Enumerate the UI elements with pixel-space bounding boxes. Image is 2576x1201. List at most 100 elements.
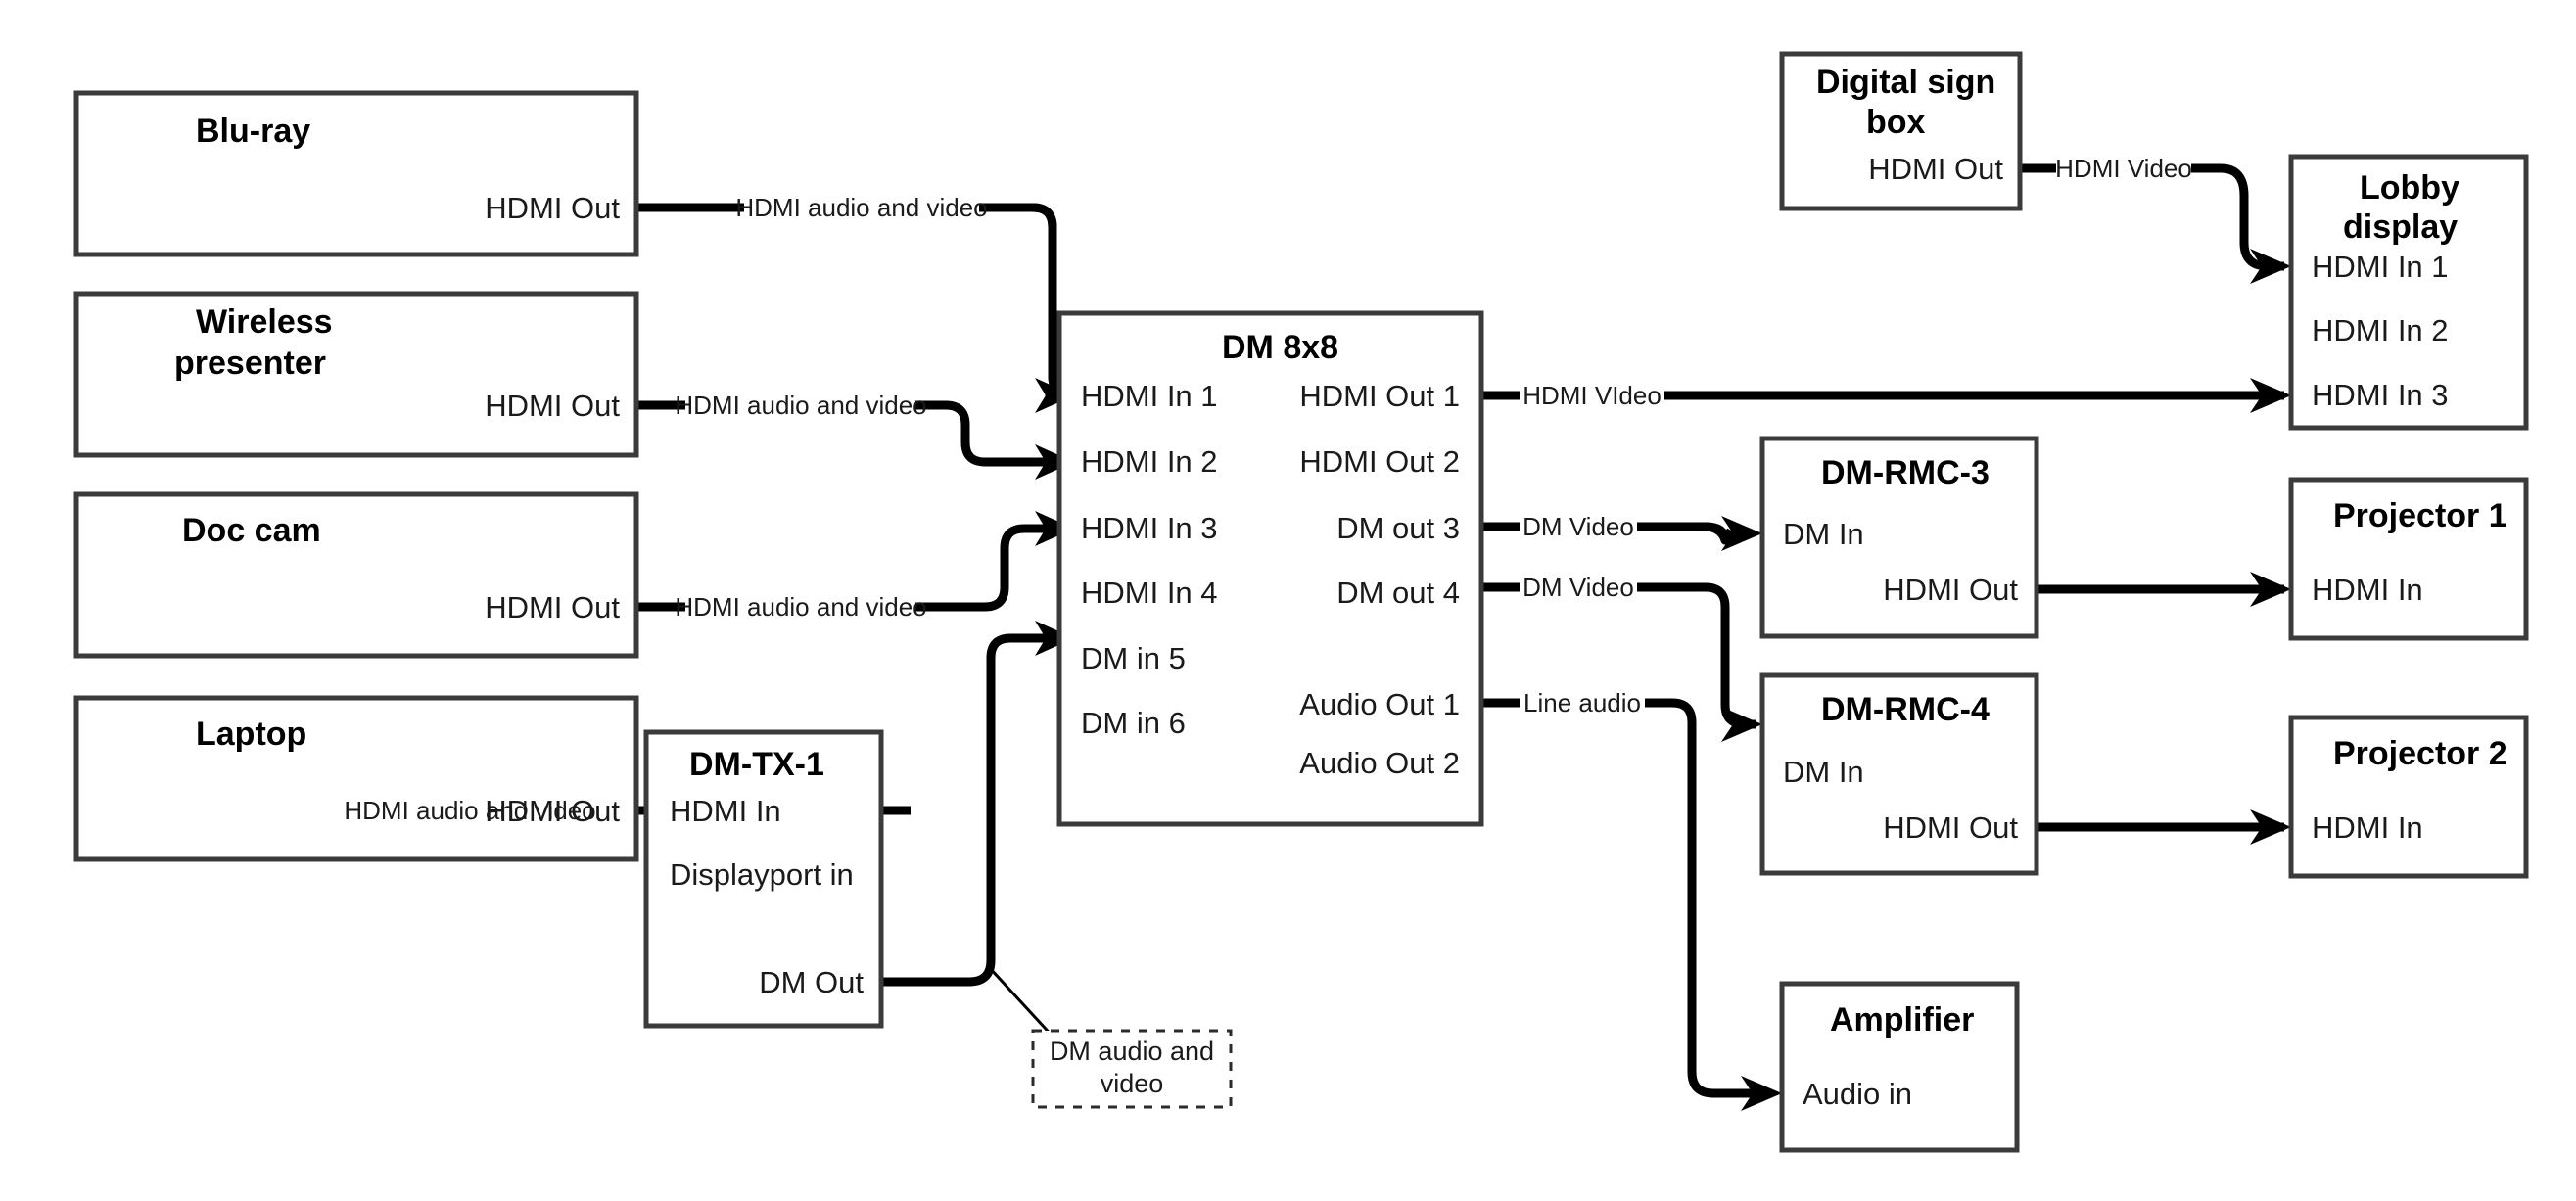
lobby-display-title-line2: display <box>2343 208 2458 246</box>
dm-rmc-4-port-hdmi-out[interactable]: HDMI Out <box>1883 810 2018 845</box>
arrowhead-dm8x8-in5 <box>1035 621 1074 656</box>
dm-rmc-4-port-dm-in[interactable]: DM In <box>1783 755 1864 789</box>
dm8x8-output-4[interactable]: DM out 4 <box>1336 576 1460 610</box>
dm8x8-output-5[interactable]: Audio Out 1 <box>1299 687 1460 721</box>
edge-label-dm8x8-out3-rmc3: DM Video <box>1522 512 1634 541</box>
arrowhead-projector1-in1 <box>2250 572 2291 607</box>
dm-rmc-4-box[interactable] <box>1759 672 2039 876</box>
dm-rmc-3-port-hdmi-out[interactable]: HDMI Out <box>1883 573 2018 607</box>
arrowhead-lobby-in3 <box>2250 378 2291 413</box>
dmtx1-title: DM-TX-1 <box>689 746 824 783</box>
wire-bluray-to-dm8x8 <box>636 203 1072 395</box>
dm8x8-input-4[interactable]: HDMI In 4 <box>1081 576 1218 610</box>
edge-label-dm8x8-audio1-amp: Line audio <box>1523 688 1641 717</box>
dm8x8-output-6[interactable]: Audio Out 2 <box>1299 746 1460 780</box>
arrowhead-projector2-in1 <box>2250 809 2291 845</box>
dm-rmc-4-title: DM-RMC-4 <box>1821 691 1990 728</box>
amplifier-port-audio-in[interactable]: Audio in <box>1803 1077 1912 1111</box>
doccam-port-hdmi-out[interactable]: HDMI Out <box>485 590 620 624</box>
arrowhead-dm8x8-in1 <box>1035 378 1074 413</box>
dmtx1-port-displayport-in[interactable]: Displayport in <box>670 857 854 892</box>
device-digital-sign-box[interactable]: Digital sign box HDMI Out <box>1779 51 2023 211</box>
device-projector-1[interactable]: Projector 1 HDMI In <box>2288 477 2529 641</box>
edge-label-doccam-to-dm8x8: HDMI audio and video <box>675 592 926 622</box>
laptop-port-hdmi-out[interactable]: HDMI Out <box>485 794 620 828</box>
arrowhead-dm8x8-in2 <box>1035 444 1074 480</box>
arrowhead-lobby-in1 <box>2250 249 2291 284</box>
bluray-box[interactable] <box>73 90 639 257</box>
projector-1-port-hdmi-in[interactable]: HDMI In <box>2312 573 2423 607</box>
amplifier-title: Amplifier <box>1830 1001 1974 1039</box>
device-dm-rmc-4[interactable]: DM-RMC-4 DM In HDMI Out <box>1759 672 2039 876</box>
wireless-presenter-box[interactable] <box>73 291 639 458</box>
device-laptop[interactable]: Laptop HDMI Out <box>73 695 639 862</box>
projector-2-title: Projector 2 <box>2333 735 2507 772</box>
wire-doccam-seg-b <box>915 524 1072 612</box>
edge-label-dm8x8-out1-lobby: HDMI VIdeo <box>1522 381 1662 410</box>
laptop-box[interactable] <box>73 695 639 862</box>
device-dm-rmc-3[interactable]: DM-RMC-3 DM In HDMI Out <box>1759 436 2039 639</box>
dm8x8-input-6[interactable]: DM in 6 <box>1081 706 1186 740</box>
dm8x8-output-2[interactable]: HDMI Out 2 <box>1299 444 1460 479</box>
digital-sign-title-line1: Digital sign <box>1816 64 1995 101</box>
lobby-display-title-line1: Lobby <box>2360 169 2459 207</box>
doccam-box[interactable] <box>73 491 639 659</box>
dmtx1-port-dm-out[interactable]: DM Out <box>759 965 864 999</box>
wireless-presenter-port-hdmi-out[interactable]: HDMI Out <box>485 389 620 423</box>
device-dmtx1[interactable]: DM-TX-1 HDMI In Displayport in DM Out <box>643 729 884 1029</box>
lobby-display-input-3[interactable]: HDMI In 3 <box>2312 378 2449 412</box>
digital-sign-box[interactable] <box>1779 51 2023 211</box>
wireless-presenter-title-line2: presenter <box>174 345 326 382</box>
doccam-title: Doc cam <box>182 512 321 549</box>
callout-note: DM audio and video <box>1031 1029 1233 1109</box>
arrowhead-dm8x8-in3 <box>1035 511 1074 546</box>
device-bluray[interactable]: Blu-ray HDMI Out <box>73 90 639 257</box>
dmtx1-port-hdmi-in[interactable]: HDMI In <box>670 794 781 828</box>
edge-label-dm8x8-out4-rmc4: DM Video <box>1522 573 1634 602</box>
callout-note-box <box>1031 1029 1233 1109</box>
bluray-port-hdmi-out[interactable]: HDMI Out <box>485 191 620 225</box>
dm-rmc-3-title: DM-RMC-3 <box>1821 454 1990 491</box>
lobby-display-box[interactable] <box>2288 154 2529 431</box>
dm8x8-title: DM 8x8 <box>1222 329 1338 366</box>
dm-rmc-3-port-dm-in[interactable]: DM In <box>1783 517 1864 551</box>
wire-signbox-seg-b <box>2191 163 2284 271</box>
dm8x8-input-5[interactable]: DM in 5 <box>1081 641 1186 675</box>
edge-label-signbox-to-lobby: HDMI Video <box>2055 154 2192 183</box>
dm8x8-input-3[interactable]: HDMI In 3 <box>1081 511 1218 545</box>
dm8x8-input-1[interactable]: HDMI In 1 <box>1081 379 1218 413</box>
dm8x8-output-3[interactable]: DM out 3 <box>1336 511 1460 545</box>
device-doccam[interactable]: Doc cam HDMI Out <box>73 491 639 659</box>
bluray-title: Blu-ray <box>196 113 310 150</box>
wire-dmtx1-to-dm8x8 <box>881 633 1072 987</box>
lobby-display-input-2[interactable]: HDMI In 2 <box>2312 313 2449 347</box>
wire-dm8x8-audio1-seg-b <box>1645 698 1756 1098</box>
dm-rmc-3-box[interactable] <box>1759 436 2039 639</box>
amplifier-box[interactable] <box>1779 981 2020 1153</box>
dm8x8-output-1[interactable]: HDMI Out 1 <box>1299 379 1460 413</box>
wire-dm8x8-out3-arrow <box>1637 522 1744 545</box>
projector-2-port-hdmi-in[interactable]: HDMI In <box>2312 810 2423 845</box>
device-wireless-presenter[interactable]: Wireless presenter HDMI Out <box>73 291 639 458</box>
wire-layer <box>636 163 2284 1098</box>
device-projector-2[interactable]: Projector 2 HDMI In <box>2288 715 2529 879</box>
device-lobby-display[interactable]: Lobby display HDMI In 1 HDMI In 2 HDMI I… <box>2288 154 2529 431</box>
device-dm8x8[interactable]: DM 8x8 HDMI In 1 HDMI In 2 HDMI In 3 HDM… <box>1056 310 1484 827</box>
digital-sign-port-hdmi-out[interactable]: HDMI Out <box>1868 152 2003 186</box>
projector-2-box[interactable] <box>2288 715 2529 879</box>
projector-1-box[interactable] <box>2288 477 2529 641</box>
callout-note-line2: video <box>1101 1069 1164 1098</box>
wireless-presenter-title-line1: Wireless <box>196 303 333 341</box>
lobby-display-input-1[interactable]: HDMI In 1 <box>2312 250 2449 284</box>
edge-label-layer: HDMI audio and video HDMI audio and vide… <box>344 154 2191 825</box>
dmtx1-box[interactable] <box>643 729 884 1029</box>
dm8x8-box[interactable] <box>1056 310 1484 827</box>
dm8x8-input-2[interactable]: HDMI In 2 <box>1081 444 1218 479</box>
edge-label-bluray-to-dm8x8: HDMI audio and video <box>735 193 987 222</box>
arrowhead-rmc3-in1 <box>1721 516 1762 551</box>
edge-label-wireless-to-dm8x8: HDMI audio and video <box>675 391 926 420</box>
wire-wireless-seg-b <box>915 400 1072 467</box>
projector-1-title: Projector 1 <box>2333 497 2507 534</box>
device-amplifier[interactable]: Amplifier Audio in <box>1779 981 2020 1153</box>
